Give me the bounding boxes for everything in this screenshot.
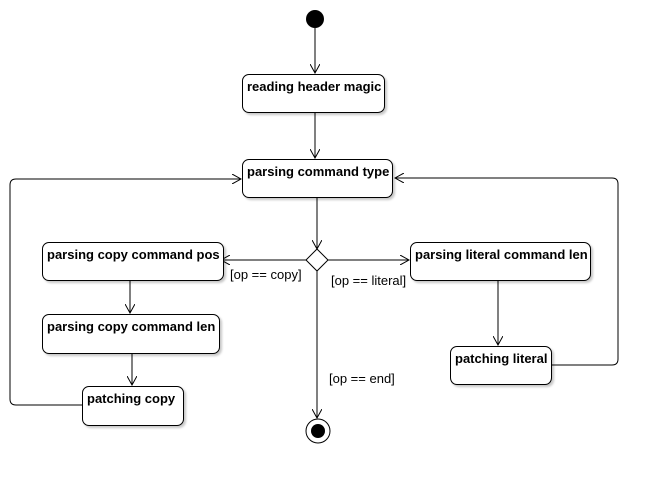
state-parsing-command-type: parsing command type	[242, 159, 393, 198]
state-parsing-copy-command-len: parsing copy command len	[42, 314, 220, 354]
guard-op-end: [op == end]	[329, 371, 395, 386]
guard-op-literal: [op == literal]	[331, 273, 407, 288]
state-label: parsing copy command pos	[47, 247, 220, 262]
final-node-dot	[311, 424, 325, 438]
guard-op-copy: [op == copy]	[230, 267, 302, 282]
state-label: parsing literal command len	[415, 247, 588, 262]
state-label: patching literal	[455, 351, 548, 366]
edge-patching-literal-loop	[395, 178, 619, 366]
state-parsing-copy-command-pos: parsing copy command pos	[42, 242, 224, 281]
state-label: patching copy	[87, 391, 176, 406]
decision-node	[305, 248, 329, 272]
initial-node	[306, 10, 324, 28]
state-patching-literal: patching literal	[450, 346, 552, 385]
state-patching-copy: patching copy	[82, 386, 184, 426]
state-reading-header-magic: reading header magic	[242, 74, 385, 113]
edge-patching-copy-loop	[9, 179, 241, 406]
state-label: parsing command type	[247, 164, 390, 179]
state-label: parsing copy command len	[47, 319, 216, 334]
state-label: reading header magic	[247, 79, 382, 94]
state-parsing-literal-command-len: parsing literal command len	[410, 242, 591, 281]
